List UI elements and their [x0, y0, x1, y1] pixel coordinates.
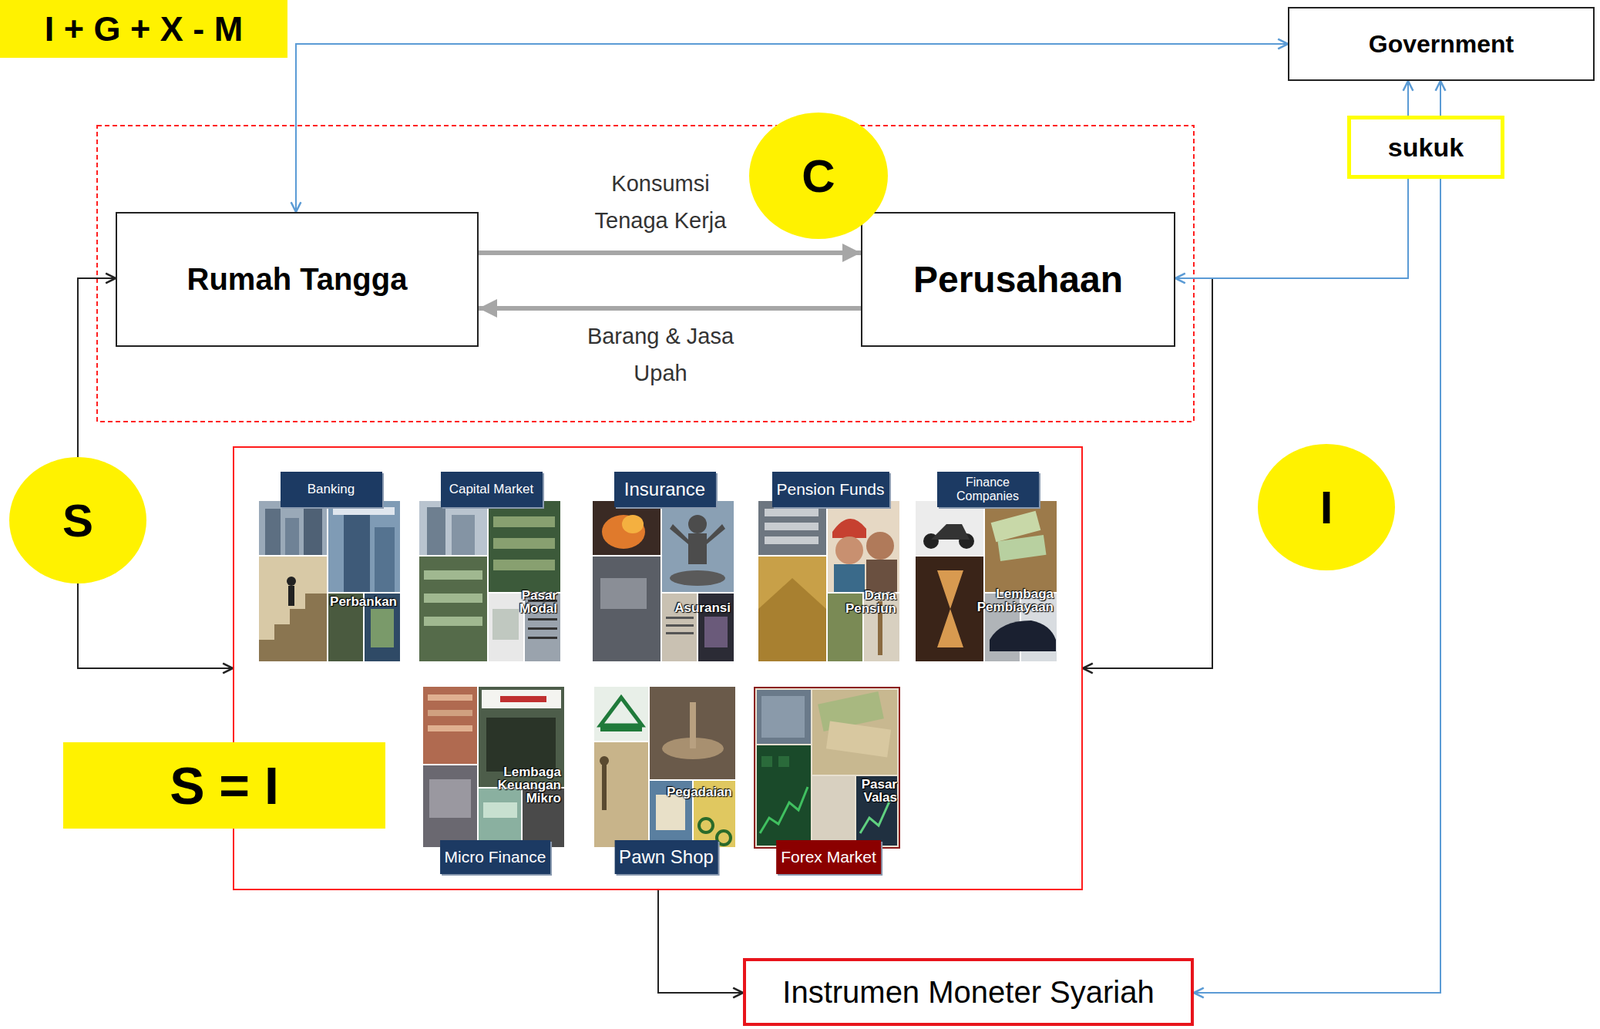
node-label: S = I — [169, 755, 279, 816]
institution-tile: Micro Finance Lembaga Keuangan Mikro — [424, 688, 566, 874]
connector-arrow — [478, 250, 861, 256]
institution-tab: Banking — [280, 471, 383, 508]
institution-tile: Capital MarketPasar Modal — [420, 471, 562, 663]
formula-band: I + G + X - M — [0, 0, 288, 58]
dashed-region — [97, 125, 1194, 422]
photo-collage — [753, 686, 901, 849]
institution-tab: Pension Funds — [771, 471, 889, 508]
variable-circle: C — [749, 112, 888, 239]
instrument-box: sukuk — [1347, 115, 1505, 179]
photo-collage — [758, 500, 900, 662]
institution-tab: Pawn Shop — [614, 840, 719, 874]
process-box: Instrumen Moneter Syariah — [742, 957, 1194, 1026]
photo-collage — [419, 500, 561, 662]
flow-label: Barang & Jasa Upah — [583, 317, 738, 392]
photo-caption: Asuransi — [638, 601, 731, 615]
node-label: Rumah Tangga — [187, 262, 408, 297]
photo-caption: Pegadaian — [639, 785, 733, 799]
equation-band: S = I — [63, 742, 386, 829]
photo-collage — [915, 500, 1057, 662]
photo-caption: Dana Pensiun — [838, 588, 897, 616]
institution-tab: Micro Finance — [440, 840, 552, 874]
photo-caption: Pasar Valas — [843, 777, 898, 804]
node-label: Instrumen Moneter Syariah — [782, 974, 1154, 1010]
variable-circle: I — [1257, 443, 1395, 571]
process-box: Rumah Tangga — [115, 211, 479, 347]
photo-caption: Lembaga Pembiayaan — [972, 587, 1054, 614]
photo-collage — [594, 686, 736, 848]
institution-tab: Capital Market — [440, 471, 543, 508]
institution-tile: InsuranceAsuransi — [594, 471, 736, 663]
node-label: I + G + X - M — [44, 9, 244, 50]
node-label: Government — [1368, 30, 1514, 59]
node-label: I — [1320, 480, 1334, 535]
institution-tab: Insurance — [614, 471, 716, 508]
photo-caption: Perbankan — [304, 594, 397, 609]
institution-tile: BankingPerbankan — [260, 471, 402, 663]
flow-label: Konsumsi Tenaga Kerja — [583, 164, 738, 239]
node-label: S — [62, 494, 94, 548]
photo-caption: Lembaga Keuangan Mikro — [487, 765, 562, 805]
photo-collage — [592, 500, 734, 662]
institution-tile: Pawn Shop Pegadaian — [595, 688, 737, 874]
institution-tab: Forex Market — [776, 840, 881, 874]
photo-collage — [258, 500, 400, 662]
photo-caption: Pasar Modal — [503, 588, 558, 616]
institution-tile: Pension FundsDana Pensiun — [759, 471, 901, 663]
connector-arrow — [77, 583, 233, 669]
institution-tile: Finance CompaniesLembaga Pembiayaan — [917, 471, 1059, 663]
node-label: Perusahaan — [913, 258, 1123, 301]
photo-collage — [423, 686, 565, 848]
node-label: C — [801, 149, 835, 203]
institution-tab: Finance Companies — [937, 471, 1039, 508]
connector-arrow — [77, 278, 116, 458]
process-box: Government — [1287, 6, 1595, 81]
connector-arrow — [658, 890, 743, 993]
institution-tile: Forex Market Pasar Valas — [755, 688, 902, 874]
variable-circle: S — [9, 457, 147, 584]
connector-arrow — [1193, 80, 1441, 993]
process-box: Perusahaan — [860, 211, 1176, 347]
connector-arrow — [478, 305, 861, 311]
connector-arrow — [1175, 80, 1409, 279]
node-label: sukuk — [1388, 132, 1464, 163]
